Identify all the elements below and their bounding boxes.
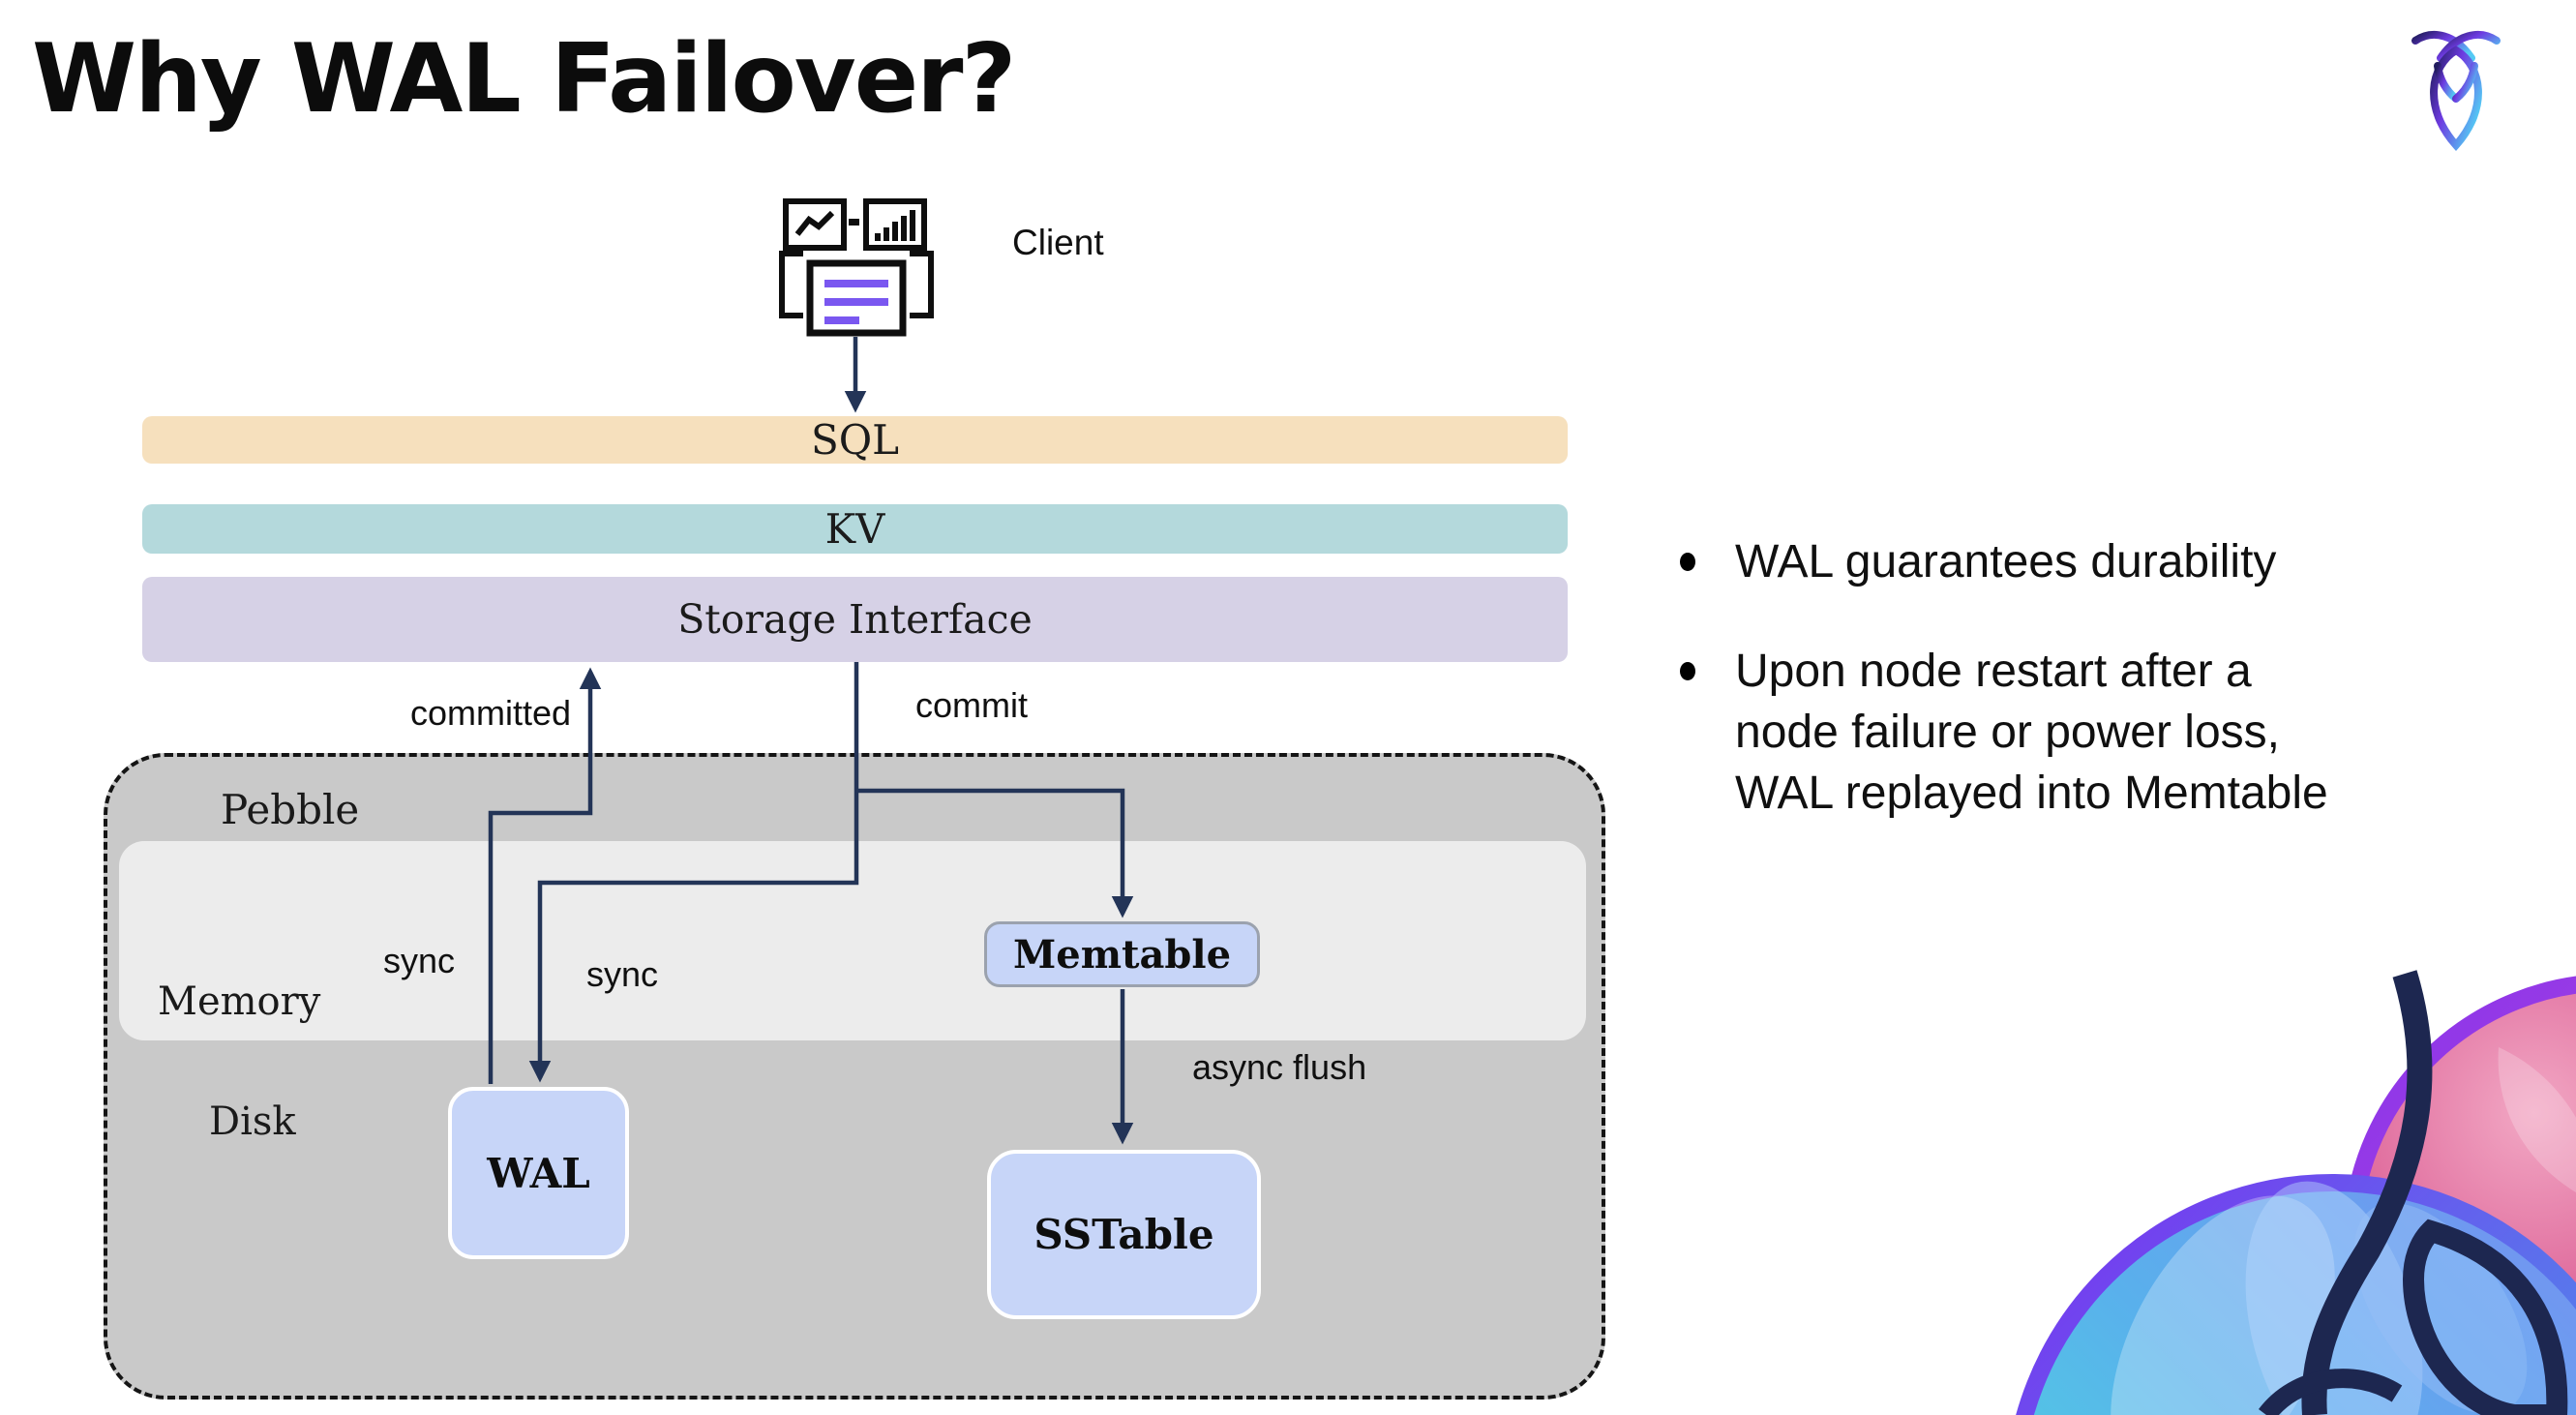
memtable-node: Memtable xyxy=(984,921,1260,987)
async-flush-edge-label: async flush xyxy=(1192,1047,1367,1087)
cockroachdb-brand-artwork-icon xyxy=(2016,970,2576,1415)
bullet-dot-icon xyxy=(1680,553,1695,571)
logo-glyph xyxy=(2411,31,2501,152)
connector-dash-icon xyxy=(849,219,859,226)
sstable-label: SSTable xyxy=(1033,1211,1214,1258)
layer-sql: SQL xyxy=(142,416,1568,464)
committed-edge-label: committed xyxy=(410,693,572,733)
slide-title: Why WAL Failover? xyxy=(32,24,1016,135)
sync-down-edge-label: sync xyxy=(586,954,659,994)
bar-chart-monitor-icon xyxy=(863,198,927,251)
bullet-text: Upon node restart after a node failure o… xyxy=(1735,646,2328,819)
bullet-dot-icon xyxy=(1680,662,1695,680)
bullet-list: WAL guarantees durability Upon node rest… xyxy=(1680,531,2483,824)
wal-label: WAL xyxy=(487,1149,590,1197)
wal-node: WAL xyxy=(448,1087,629,1259)
layer-storage-interface: Storage Interface xyxy=(142,577,1568,662)
client-icon xyxy=(779,198,934,337)
memtable-label: Memtable xyxy=(1012,931,1232,978)
bullet-item: Upon node restart after a node failure o… xyxy=(1680,641,2483,824)
sstable-node: SSTable xyxy=(987,1150,1261,1319)
layer-kv: KV xyxy=(142,504,1568,554)
layer-sql-label: SQL xyxy=(810,416,900,464)
client-label: Client xyxy=(1012,223,1104,262)
memory-band xyxy=(119,841,1586,1040)
cockroachdb-logo-icon xyxy=(2411,31,2501,152)
line-chart-monitor-icon xyxy=(783,198,847,251)
bullet-text: WAL guarantees durability xyxy=(1735,536,2277,587)
layer-storage-label: Storage Interface xyxy=(677,596,1033,643)
sync-up-edge-label: sync xyxy=(383,941,456,980)
artwork-shapes xyxy=(2016,970,2576,1415)
memory-label: Memory xyxy=(158,979,321,1024)
disk-label: Disk xyxy=(209,1099,296,1144)
document-icon xyxy=(779,251,934,337)
pebble-label: Pebble xyxy=(221,786,360,833)
commit-edge-label: commit xyxy=(915,685,1028,725)
layer-kv-label: KV xyxy=(824,505,885,553)
bullet-item: WAL guarantees durability xyxy=(1680,531,2483,592)
pebble-container xyxy=(104,753,1605,1400)
